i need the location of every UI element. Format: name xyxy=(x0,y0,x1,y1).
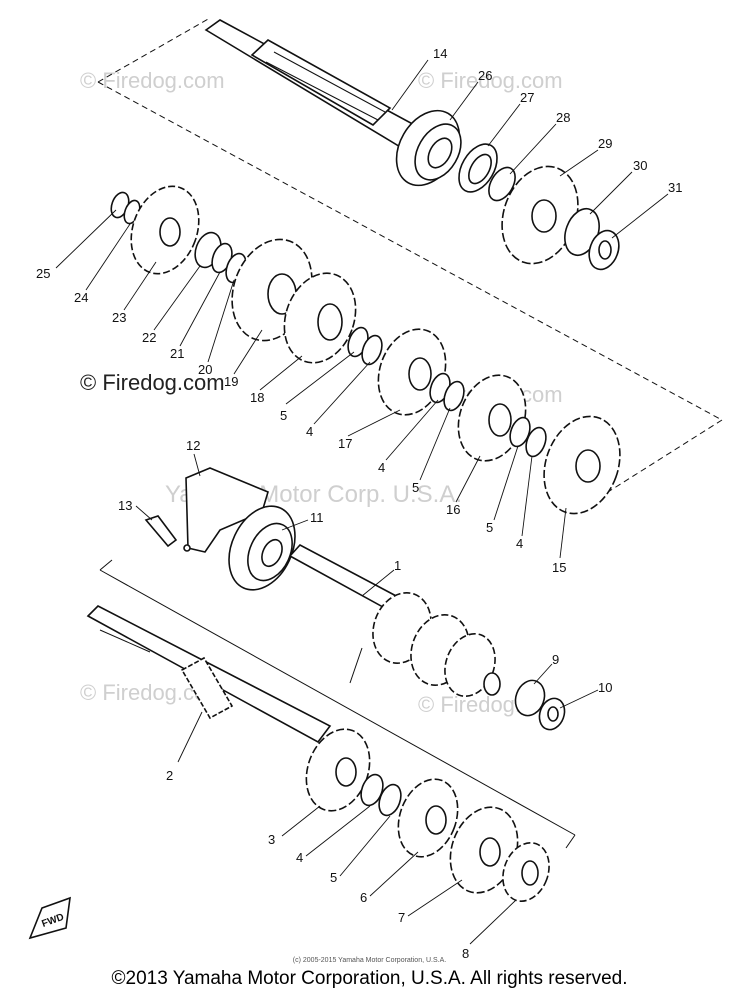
group-outline-dashed xyxy=(97,17,723,498)
gear-18 xyxy=(283,272,357,364)
callout-5-b: 5 xyxy=(412,480,419,495)
callout-5-a: 5 xyxy=(280,408,287,423)
callout-4-c: 4 xyxy=(516,536,523,551)
spacer-28 xyxy=(488,166,516,202)
nut-31 xyxy=(588,229,620,271)
callout-27: 27 xyxy=(520,90,534,105)
callout-21: 21 xyxy=(170,346,184,361)
fwd-arrow-icon: FWD xyxy=(28,896,71,940)
callout-17: 17 xyxy=(338,436,352,451)
callout-18: 18 xyxy=(250,390,264,405)
callout-14: 14 xyxy=(433,46,447,61)
watermark-top: © Firedog.com xyxy=(80,68,225,93)
watermark-middle-left: © Firedog.com xyxy=(80,370,225,395)
callout-24: 24 xyxy=(74,290,88,305)
main-axle-1 xyxy=(288,544,501,697)
bearing-plate-12 xyxy=(185,467,269,553)
gear-23 xyxy=(130,185,200,275)
small-copyright: (c) 2005-2015 Yamaha Motor Corporation, … xyxy=(292,957,447,964)
callout-2: 2 xyxy=(166,768,173,783)
callout-26: 26 xyxy=(478,68,492,83)
callout-28: 28 xyxy=(556,110,570,125)
gear-17 xyxy=(377,328,447,416)
watermark-top-right: © Firedog.com xyxy=(418,68,563,93)
callout-5-d: 5 xyxy=(330,870,337,885)
callout-15: 15 xyxy=(552,560,566,575)
drive-sprocket-29 xyxy=(501,165,579,265)
callout-10: 10 xyxy=(598,680,612,695)
callout-30: 30 xyxy=(633,158,647,173)
callout-6: 6 xyxy=(360,890,367,905)
gear-3 xyxy=(305,728,371,812)
drive-axle xyxy=(204,19,422,150)
callout-12: 12 xyxy=(186,438,200,453)
callout-3: 3 xyxy=(268,832,275,847)
circlip-5-lower xyxy=(378,783,402,817)
callout-8: 8 xyxy=(462,946,469,961)
callout-9: 9 xyxy=(552,652,559,667)
callout-11: 11 xyxy=(310,510,324,525)
bearing-26 xyxy=(395,109,462,187)
callout-4-d: 4 xyxy=(296,850,303,865)
callout-19: 19 xyxy=(224,374,238,389)
callout-25: 25 xyxy=(36,266,50,281)
callout-4-a: 4 xyxy=(306,424,313,439)
bearing-10 xyxy=(538,697,566,731)
gear-16 xyxy=(457,374,527,462)
callout-1: 1 xyxy=(394,558,401,573)
countershaft-2 xyxy=(86,605,332,744)
callout-7: 7 xyxy=(398,910,405,925)
callout-31: 31 xyxy=(668,180,682,195)
screw-13 xyxy=(144,515,191,552)
callout-29: 29 xyxy=(598,136,612,151)
callout-5-c: 5 xyxy=(486,520,493,535)
gear-8 xyxy=(502,842,550,902)
callout-23: 23 xyxy=(112,310,126,325)
gear-15 xyxy=(543,415,621,515)
leader-lines xyxy=(55,59,669,945)
callout-16: 16 xyxy=(446,502,460,517)
callout-4-b: 4 xyxy=(378,460,385,475)
washer-upper-a xyxy=(361,334,383,366)
gear-6 xyxy=(397,778,459,858)
bearing-11 xyxy=(228,505,296,591)
collar-27-bore xyxy=(468,153,492,185)
footer-copyright: ©2013 Yamaha Motor Corporation, U.S.A. A… xyxy=(111,968,628,989)
callout-20: 20 xyxy=(198,362,212,377)
part-callouts: 14 26 27 28 29 30 31 25 24 23 22 21 20 1… xyxy=(36,46,682,961)
washer-upper-c xyxy=(525,426,547,458)
group-bracket xyxy=(99,559,576,849)
callout-22: 22 xyxy=(142,330,156,345)
callout-13: 13 xyxy=(118,498,132,513)
